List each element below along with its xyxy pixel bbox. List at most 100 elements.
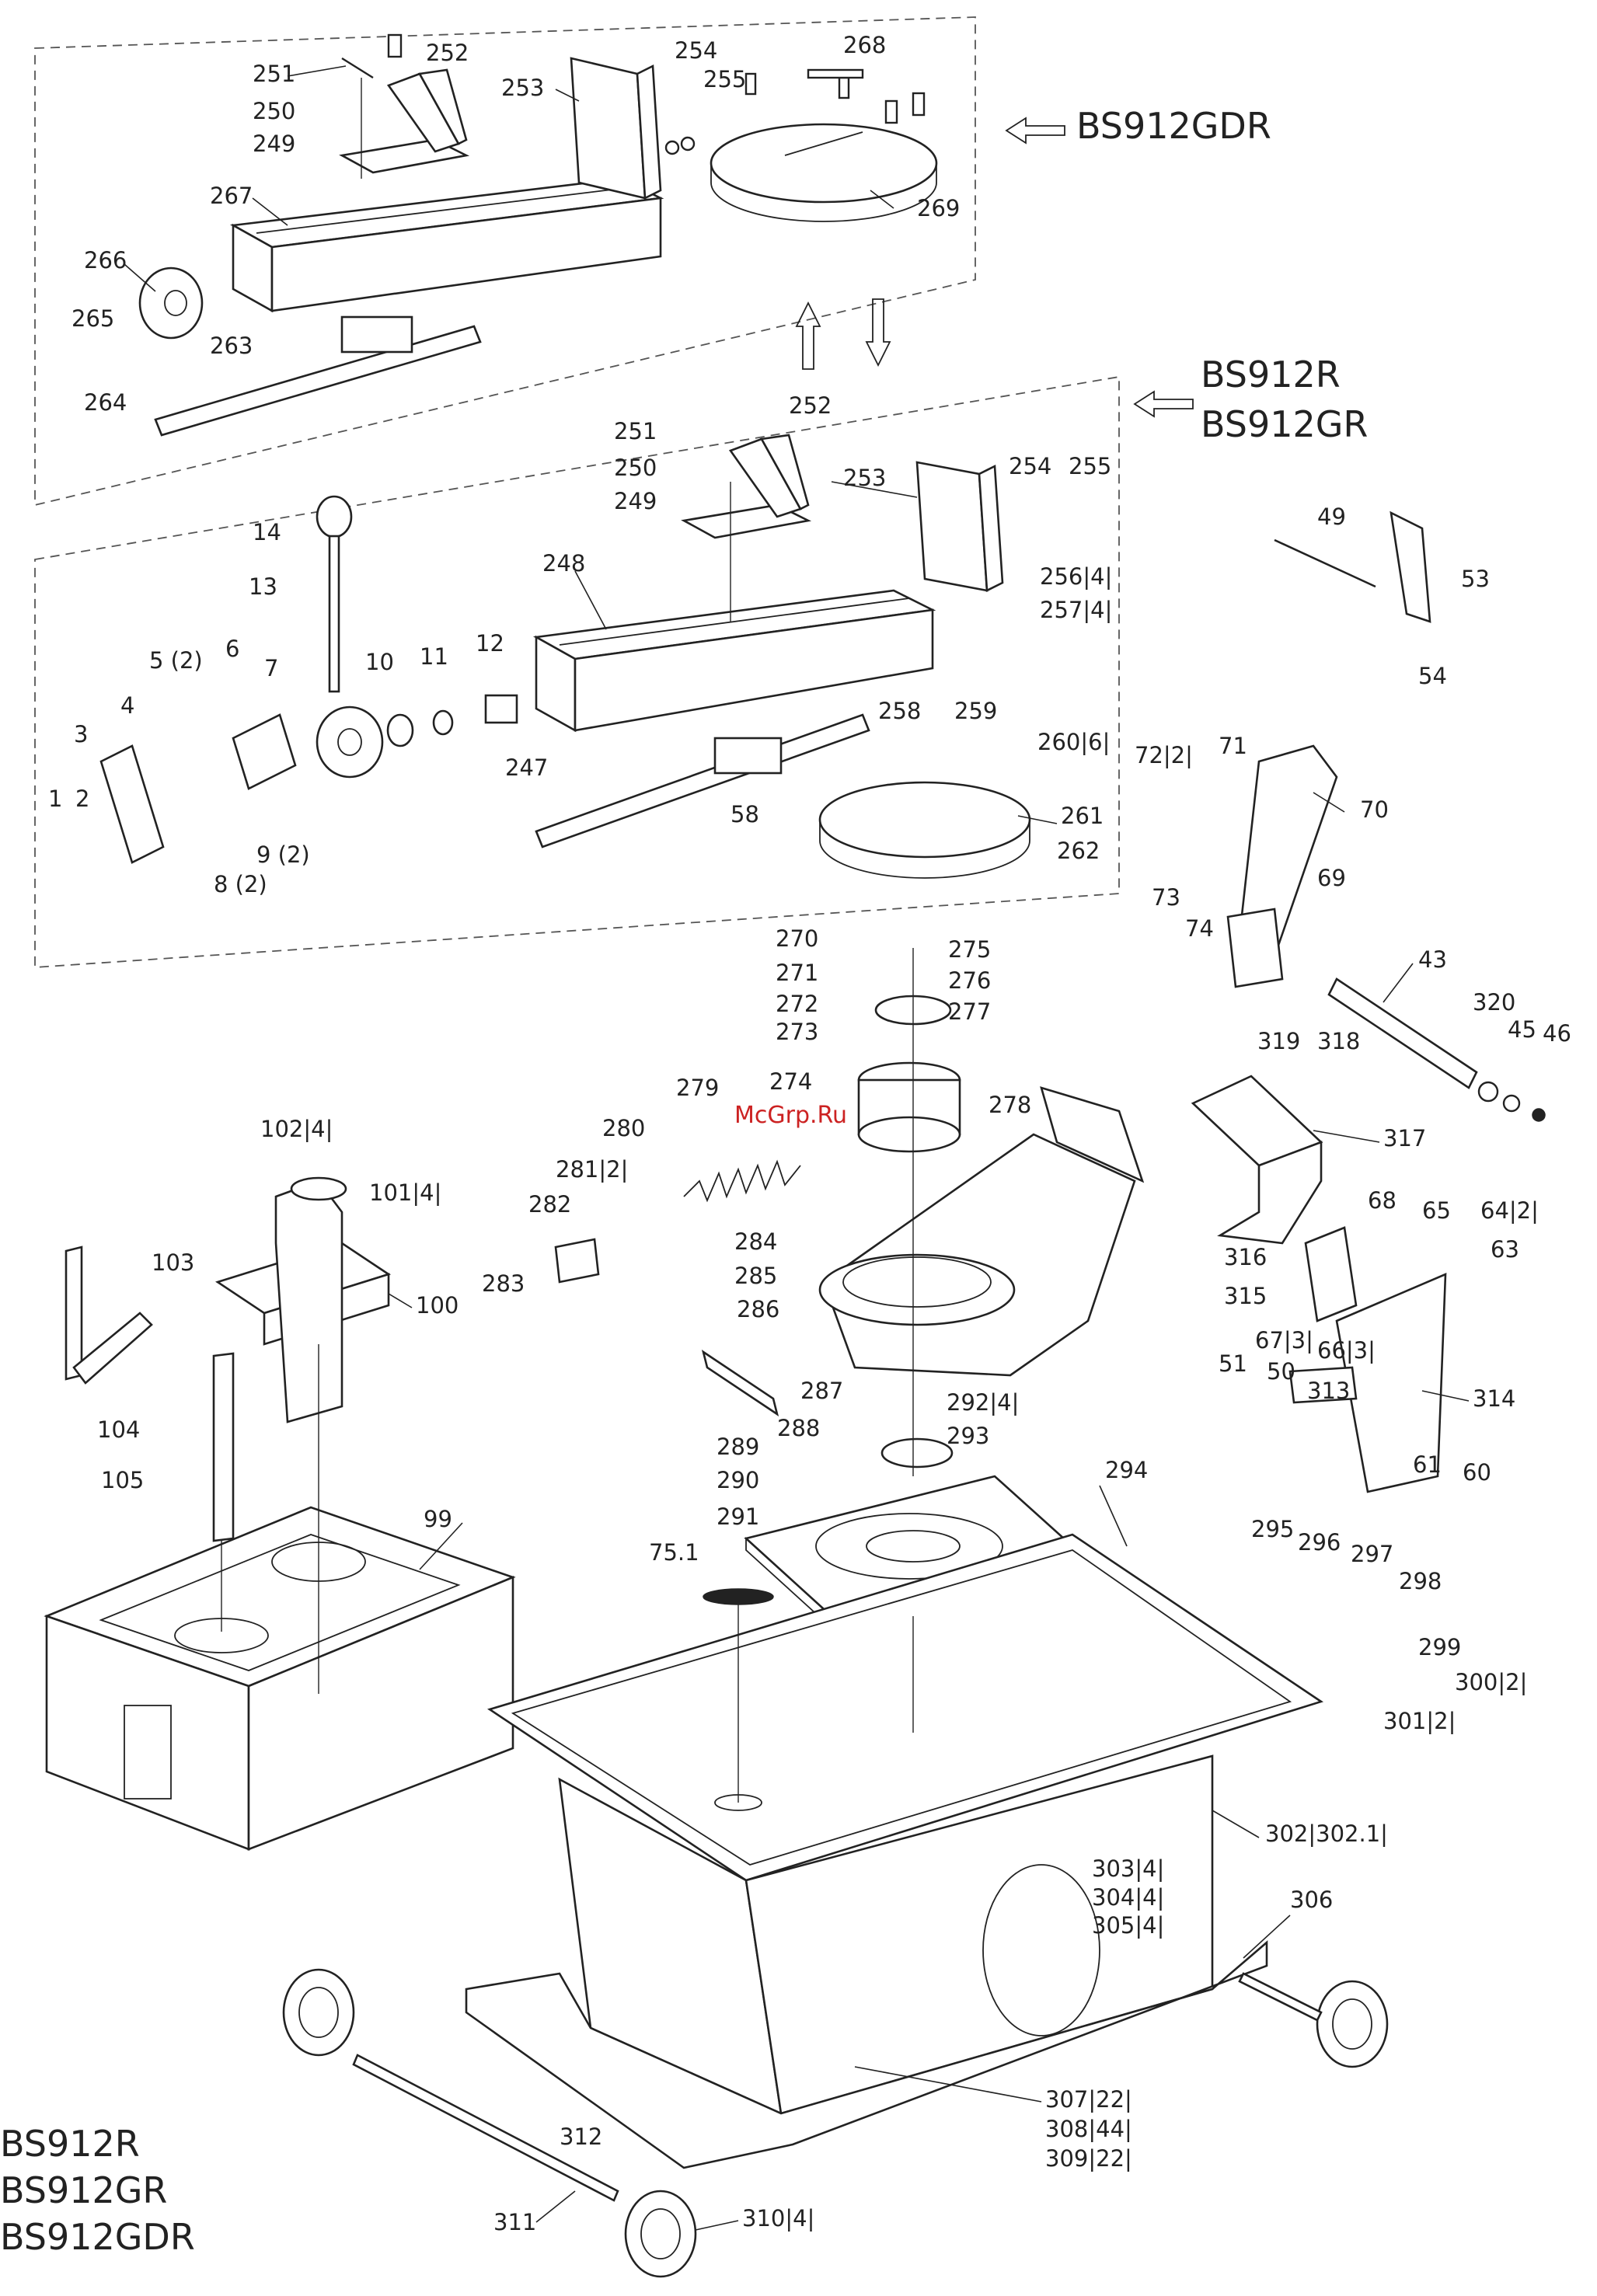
jaw-bracket-249a — [339, 68, 470, 174]
callout-315: 315 — [1224, 1283, 1267, 1309]
callout-298: 298 — [1399, 1568, 1442, 1594]
callout-311: 311 — [493, 2209, 536, 2235]
callout-249a: 249 — [253, 131, 295, 157]
pin-49-lever-53 — [1274, 510, 1431, 623]
callout-269: 269 — [917, 195, 960, 221]
callout-272: 272 — [776, 991, 818, 1017]
callout-99: 99 — [424, 1506, 452, 1532]
callout-73: 73 — [1152, 884, 1180, 911]
callout-264: 264 — [84, 389, 127, 416]
callout-63: 63 — [1491, 1236, 1519, 1263]
leadscrew-247 — [535, 713, 870, 848]
callout-247: 247 — [505, 754, 548, 781]
model-label-bs912gr: BS912GR — [0, 2169, 167, 2211]
callout-10: 10 — [365, 649, 394, 675]
callout-102: 102|4| — [260, 1116, 333, 1142]
callout-280: 280 — [602, 1115, 645, 1141]
variant-label-bs912r: BS912R — [1201, 354, 1341, 395]
callout-8: 8 (2) — [214, 871, 267, 897]
callout-46: 46 — [1543, 1020, 1571, 1047]
callout-320: 320 — [1473, 989, 1515, 1016]
frame-bs912gdr — [34, 16, 976, 507]
callout-278: 278 — [989, 1092, 1031, 1118]
callout-277: 277 — [948, 998, 991, 1025]
callout-253a: 253 — [501, 75, 544, 101]
callout-308: 308|44| — [1045, 2116, 1132, 2142]
callout-261: 261 — [1061, 803, 1104, 829]
callout-273: 273 — [776, 1019, 818, 1045]
callout-105: 105 — [101, 1467, 144, 1493]
callout-312: 312 — [560, 2124, 602, 2150]
callout-53: 53 — [1461, 566, 1490, 592]
base-plate-306 — [465, 1940, 1268, 2169]
callout-69: 69 — [1317, 865, 1346, 891]
model-label-bs912r: BS912R — [0, 2123, 140, 2165]
callout-263: 263 — [210, 333, 253, 359]
callout-252b: 252 — [789, 392, 832, 419]
leadscrew-263 — [154, 315, 482, 437]
callout-9: 9 (2) — [256, 841, 310, 868]
callout-75-1: 75.1 — [649, 1539, 699, 1566]
callout-13: 13 — [249, 573, 277, 600]
callouts: 251 252 250 249 253 254 255 268 269 267 … — [48, 32, 1571, 2235]
callout-43: 43 — [1418, 946, 1447, 973]
callout-319: 319 — [1257, 1028, 1300, 1054]
small-parts-top — [341, 33, 926, 155]
callout-12: 12 — [476, 630, 504, 657]
callout-279: 279 — [676, 1075, 719, 1101]
turntable-274 — [857, 995, 961, 1153]
leader-lines — [124, 65, 1470, 2231]
callout-3: 3 — [74, 721, 88, 747]
callout-285: 285 — [734, 1263, 777, 1289]
callout-6: 6 — [225, 636, 239, 662]
wheels-310 — [282, 1968, 1389, 2278]
callout-74: 74 — [1185, 915, 1214, 942]
callout-58: 58 — [731, 801, 759, 827]
callout-304: 304|4| — [1092, 1884, 1164, 1911]
callout-64: 64|2| — [1480, 1197, 1539, 1224]
callout-70: 70 — [1360, 796, 1389, 823]
movable-jaw-253b — [915, 461, 1004, 593]
callout-318: 318 — [1317, 1028, 1360, 1054]
variant-label-bs912gdr: BS912GDR — [1076, 105, 1271, 147]
swivel-ring — [818, 1253, 1016, 1326]
callout-317: 317 — [1383, 1125, 1426, 1151]
callout-313: 313 — [1307, 1378, 1350, 1404]
callout-316: 316 — [1224, 1244, 1267, 1270]
callout-266: 266 — [84, 247, 127, 273]
arrow-to-bs912r — [1133, 390, 1194, 418]
callout-309: 309|22| — [1045, 2145, 1132, 2172]
callout-258: 258 — [878, 698, 921, 724]
bracket-282 — [554, 1238, 600, 1284]
variant-label-bs912gr: BS912GR — [1201, 403, 1368, 445]
callout-250a: 250 — [253, 98, 295, 124]
lattice-104-105 — [65, 1246, 235, 1542]
limit-switch-parts — [1288, 1226, 1447, 1493]
callout-249b: 249 — [614, 488, 657, 514]
callout-259: 259 — [954, 698, 997, 724]
callout-255a: 255 — [703, 66, 746, 92]
callout-7: 7 — [264, 655, 278, 681]
callout-248: 248 — [542, 550, 585, 577]
callout-51: 51 — [1219, 1350, 1247, 1377]
callout-50: 50 — [1267, 1358, 1295, 1385]
callout-268: 268 — [843, 32, 886, 58]
rubber-pad-75-1 — [703, 1588, 774, 1605]
callout-275: 275 — [948, 936, 991, 963]
callout-287: 287 — [800, 1378, 843, 1404]
callout-254b: 254 — [1009, 453, 1051, 479]
callout-260: 260|6| — [1037, 729, 1110, 755]
callout-301: 301|2| — [1383, 1708, 1456, 1734]
callout-286: 286 — [737, 1296, 779, 1322]
arrow-to-bs912gdr — [1005, 117, 1065, 145]
center-lines — [221, 78, 914, 1803]
callout-5: 5 (2) — [149, 647, 203, 674]
callout-281: 281|2| — [556, 1156, 628, 1183]
lever-3 — [99, 744, 165, 864]
stop-bracket-317 — [1191, 1075, 1323, 1245]
callout-283: 283 — [482, 1270, 525, 1297]
watermark: McGrp.Ru — [734, 1102, 847, 1129]
exchange-arrows — [795, 298, 891, 370]
